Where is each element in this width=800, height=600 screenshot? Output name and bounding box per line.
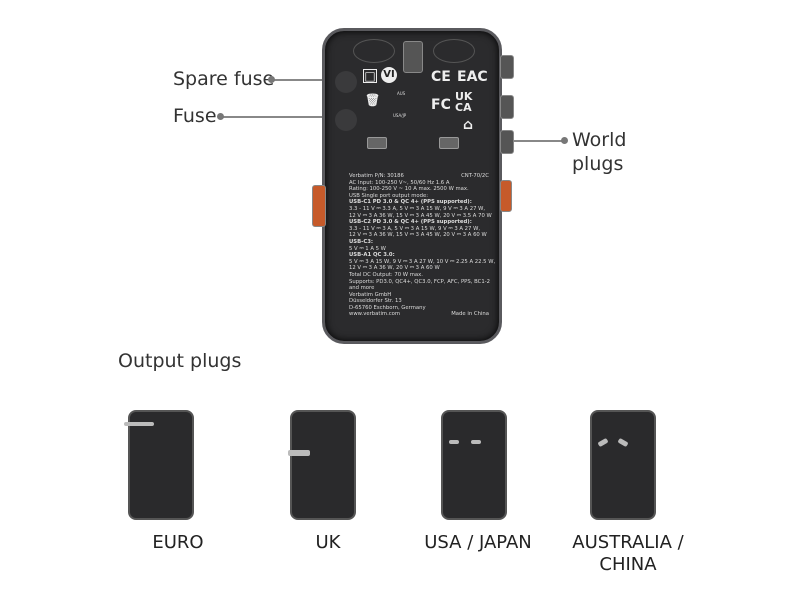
spec-line: USB-A1 QC 3.0:: [349, 252, 489, 259]
spec-text: 3.3 - 11 V ⎓ 3.3 A, 5 V ⎓ 3 A 15 W, 9 V …: [349, 205, 486, 212]
adapter-thumbnail-australia-china: [590, 410, 656, 520]
spec-text: and more: [349, 285, 375, 292]
spec-line: USB-C2 PD 3.0 & QC 4+ (PPS supported):: [349, 219, 489, 226]
callout-spare-fuse: Spare fuse: [173, 68, 275, 90]
callout-world-plugs: World plugs: [572, 129, 627, 175]
spec-text: 12 V ⎓ 3 A 36 W, 15 V ⎓ 3 A 45 W, 20 V ⎓…: [349, 232, 487, 239]
callout-dot: [561, 137, 568, 144]
aus-label: AUS: [397, 91, 406, 96]
spec-text: 12 V ⎓ 3 A 36 W, 15 V ⎓ 3 A 45 W, 20 V ⎓…: [349, 212, 492, 219]
spec-text: www.verbatim.com: [349, 311, 401, 318]
spec-line: 3.3 - 11 V ⎓ 3.3 A, 5 V ⎓ 3 A 15 W, 9 V …: [349, 206, 489, 213]
spec-text: AC Input: 100-250 V~, 50/60 Hz 1.6 A: [349, 179, 450, 186]
spec-line: 5 V ⎓ 1 A 5 W: [349, 246, 489, 253]
plug-slider[interactable]: [500, 95, 514, 119]
spec-line: AC Input: 100-250 V~, 50/60 Hz 1.6 A: [349, 180, 489, 187]
plug-caption: USA / JAPAN: [424, 532, 532, 553]
ukca-mark: UK CA: [455, 90, 473, 114]
spec-line: Düsseldorfer Str. 13: [349, 298, 489, 305]
adapter-thumbnail-uk: [288, 410, 356, 520]
usa-jp-label: USA/JP: [393, 113, 407, 118]
spec-text-right: CNT-70/2C: [461, 173, 489, 179]
fuse: [335, 109, 357, 131]
travel-adapter-device: □ VI CE EAC 🗑 AUS USA/JP FC UK CA ⌂ Verb…: [322, 28, 502, 344]
spec-line: Verbatim GmbH: [349, 292, 489, 299]
fuse-cover: [433, 39, 475, 63]
spec-line: USB Single port output mode:: [349, 193, 489, 200]
spare-fuse: [335, 71, 357, 93]
spec-line: 12 V ⎓ 3 A 36 W, 20 V ⎓ 3 A 60 W: [349, 265, 489, 272]
ce-mark: CE: [431, 69, 451, 85]
spec-text: 5 V ⎓ 1 A 5 W: [349, 245, 386, 252]
plug-pin: [367, 137, 387, 149]
spec-line: 12 V ⎓ 3 A 36 W, 15 V ⎓ 3 A 45 W, 20 V ⎓…: [349, 212, 492, 220]
spec-line: Verbatim P/N: 30186 CNT-70/2C: [349, 173, 489, 180]
spec-text: 3.3 - 11 V ⎓ 3 A, 5 V ⎓ 3 A 15 W, 9 V ⎓ …: [349, 225, 481, 232]
spec-text: D-65760 Eschborn, Germany: [349, 304, 426, 311]
efficiency-vi-mark: VI: [381, 67, 397, 83]
callout-dot: [217, 113, 224, 120]
plug-pin: [439, 137, 459, 149]
spec-text: Rating: 100-250 V ~ 10 A max. 2500 W max…: [349, 186, 469, 193]
usb-c-port: [312, 185, 326, 227]
top-plug-slot: [403, 41, 423, 73]
spec-line: 12 V ⎓ 3 A 36 W, 15 V ⎓ 3 A 45 W, 20 V ⎓…: [349, 232, 489, 239]
spec-line: 5 V ⎓ 3 A 15 W, 9 V ⎓ 3 A 27 W, 10 V ⎓ 2…: [349, 259, 495, 266]
spec-text: 5 V ⎓ 3 A 15 W, 9 V ⎓ 3 A 27 W, 10 V ⎓ 2…: [349, 258, 496, 265]
spec-line: Rating: 100-250 V ~ 10 A max. 2500 W max…: [349, 186, 489, 193]
adapter-thumbnail-usa-japan: [441, 410, 507, 520]
spec-line: D-65760 Eschborn, Germany: [349, 305, 489, 312]
fuse-cover: [353, 39, 395, 63]
weee-bin-icon: 🗑: [365, 93, 381, 107]
callout-line: [270, 79, 340, 81]
double-insulation-icon: □: [363, 69, 377, 83]
spec-text: Düsseldorfer Str. 13: [349, 298, 402, 305]
spec-line: Supports: PD3.0, QC4+, QC3.0, FCP, AFC, …: [349, 278, 490, 286]
plug-caption: EURO: [152, 532, 204, 553]
callout-fuse: Fuse: [173, 105, 217, 127]
eac-mark: EAC: [457, 69, 488, 85]
spec-line: www.verbatim.com Made in China: [349, 311, 489, 318]
callout-line: [220, 116, 340, 118]
spec-line: USB-C3:: [349, 239, 489, 246]
spec-text: USB-C2 PD 3.0 & QC 4+ (PPS supported):: [349, 219, 472, 226]
plug-slider[interactable]: [500, 130, 514, 154]
spec-text: Total DC Output: 70 W max.: [349, 271, 423, 278]
spec-text: USB Single port output mode:: [349, 192, 429, 199]
spec-line: 3.3 - 11 V ⎓ 3 A, 5 V ⎓ 3 A 15 W, 9 V ⎓ …: [349, 226, 489, 233]
plug-caption: UK: [315, 532, 341, 553]
spec-line: and more: [349, 285, 489, 292]
home-icon: ⌂: [463, 117, 474, 133]
usb-c-port: [500, 180, 512, 212]
spec-line: Total DC Output: 70 W max.: [349, 272, 489, 279]
fcc-mark: FC: [431, 97, 451, 113]
section-title: Output plugs: [118, 350, 242, 372]
spec-label: Verbatim P/N: 30186 CNT-70/2C AC Input: 10…: [349, 173, 495, 318]
spec-text-right: Made in China: [451, 311, 489, 318]
callout-dot: [268, 76, 275, 83]
adapter-thumbnail-euro: [124, 410, 194, 520]
spec-text: Verbatim P/N: 30186: [349, 173, 404, 179]
spec-text: Verbatim GmbH: [349, 291, 392, 298]
plug-caption: AUSTRALIA / CHINA: [572, 532, 684, 575]
spec-line: USB-C1 PD 3.0 & QC 4+ (PPS supported):: [349, 199, 489, 206]
spec-text: 12 V ⎓ 3 A 36 W, 20 V ⎓ 3 A 60 W: [349, 265, 440, 272]
spec-text: USB-C1 PD 3.0 & QC 4+ (PPS supported):: [349, 199, 472, 206]
spec-text: Supports: PD3.0, QC4+, QC3.0, FCP, AFC, …: [349, 278, 490, 285]
plug-slider[interactable]: [500, 55, 514, 79]
spec-text: USB-C3:: [349, 238, 374, 245]
spec-text: USB-A1 QC 3.0:: [349, 252, 395, 259]
